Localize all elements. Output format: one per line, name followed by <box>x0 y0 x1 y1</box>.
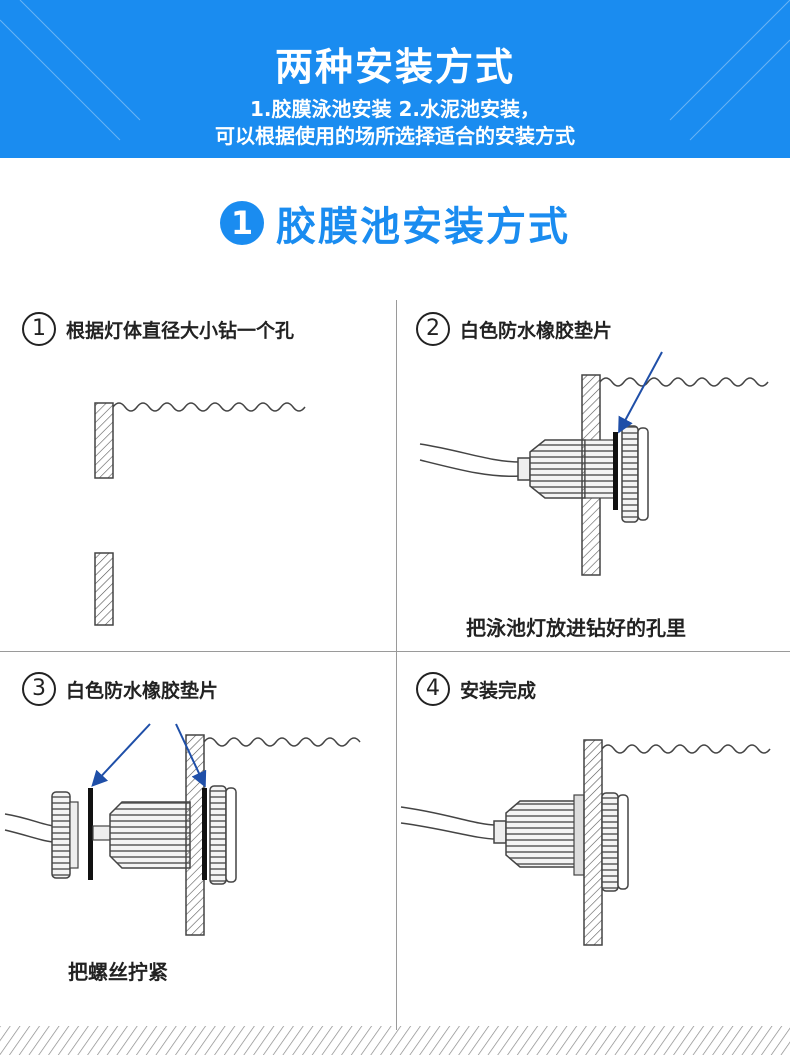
front-flange <box>209 785 227 885</box>
pool-liner-wave <box>599 377 769 387</box>
back-nut <box>51 791 71 879</box>
step-4-number: 4 <box>416 672 450 706</box>
banner-title: 两种安装方式 <box>274 45 515 89</box>
pool-liner-wave <box>203 737 361 747</box>
light-body <box>529 439 586 499</box>
step-2-label: 2 白色防水橡胶垫片 <box>416 312 612 346</box>
step-1-text: 根据灯体直径大小钻一个孔 <box>66 319 295 342</box>
step-3-number: 3 <box>22 672 56 706</box>
section-number-badge: 1 <box>220 201 264 245</box>
step-2-caption: 把泳池灯放进钻好的孔里 <box>466 616 686 640</box>
header-banner: 两种安装方式 1.胶膜泳池安装 2.水泥池安装， 可以根据使用的场所选择适合的安… <box>0 0 790 158</box>
step-4-text: 安装完成 <box>460 679 537 702</box>
pool-liner-wave <box>112 402 306 412</box>
banner-subtitle-line2: 可以根据使用的场所选择适合的安装方式 <box>215 124 575 148</box>
step-2-text: 白色防水橡胶垫片 <box>460 319 613 342</box>
grid-divider-horizontal <box>0 651 790 652</box>
step-3-caption: 把螺丝拧紧 <box>68 960 168 984</box>
rubber-gasket-front <box>202 788 207 880</box>
section-heading: 1 胶膜池安装方式 <box>0 195 790 251</box>
grid-divider-vertical <box>396 300 397 1030</box>
rubber-gasket <box>613 432 618 510</box>
step-1-number: 1 <box>22 312 56 346</box>
step-4-diagram <box>400 739 771 946</box>
gasket-arrow-back <box>91 723 151 787</box>
step-2-number: 2 <box>416 312 450 346</box>
light-body <box>505 800 581 868</box>
pool-wall <box>583 739 603 946</box>
step-3-label: 3 白色防水橡胶垫片 <box>22 672 218 706</box>
rubber-gasket-back <box>88 788 93 880</box>
front-flange <box>601 792 619 892</box>
section-title: 胶膜池安装方式 <box>276 204 570 250</box>
gasket-arrow <box>618 351 663 434</box>
step-3-text: 白色防水橡胶垫片 <box>66 679 219 702</box>
step-1-label: 1 根据灯体直径大小钻一个孔 <box>22 312 294 346</box>
step-4-label: 4 安装完成 <box>416 672 536 706</box>
step-2-diagram <box>419 351 769 576</box>
pool-liner-wave <box>601 744 771 754</box>
bottom-hatch-border <box>0 1026 790 1055</box>
step-1-diagram <box>94 402 306 626</box>
step-3-diagram <box>4 723 361 936</box>
gasket-arrow-front <box>175 723 207 788</box>
pool-wall-upper <box>94 402 114 479</box>
banner-decoration <box>0 0 790 141</box>
cable <box>419 459 521 478</box>
front-flange <box>621 425 639 523</box>
banner-subtitle-line1: 1.胶膜泳池安装 2.水泥池安装， <box>250 97 540 121</box>
light-body <box>109 801 191 869</box>
pool-wall-lower <box>94 552 114 626</box>
